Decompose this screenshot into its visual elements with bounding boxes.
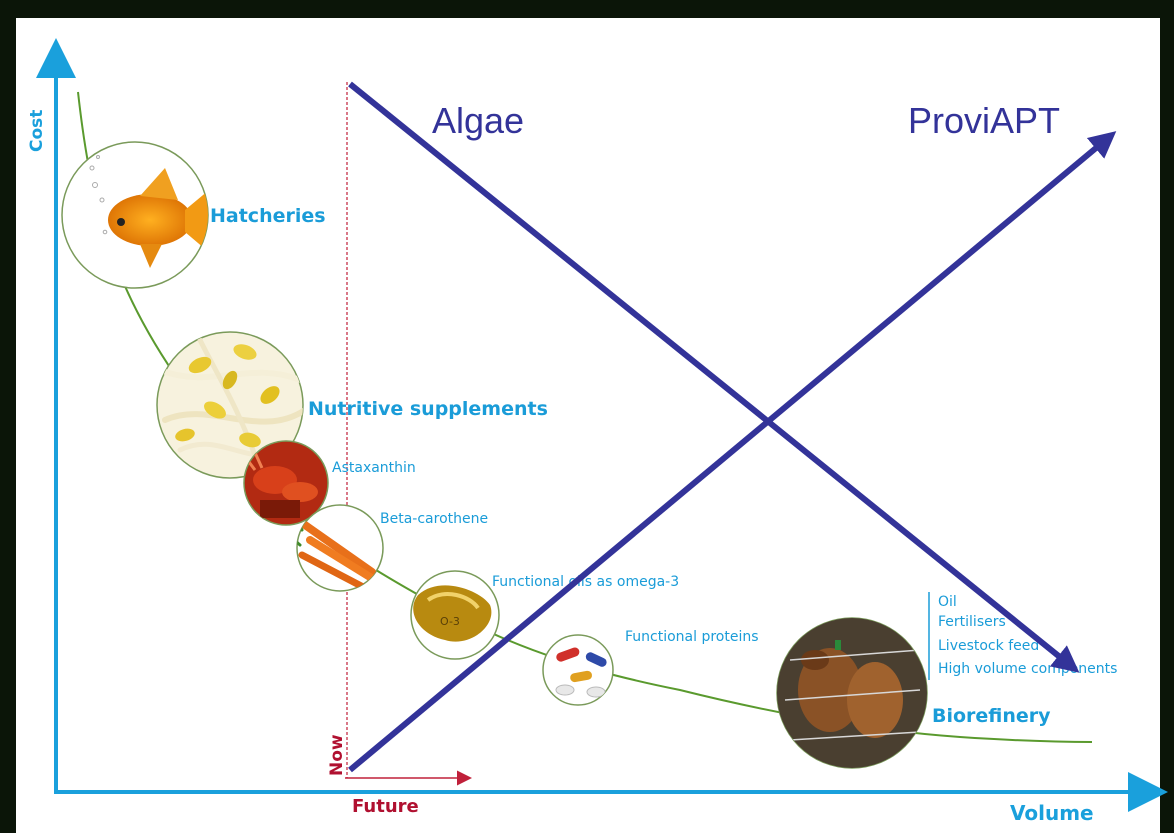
proviapt-label: ProviAPT <box>908 100 1060 141</box>
functional-proteins-label: Functional proteins <box>625 629 759 645</box>
bean-sprouts-icon <box>156 331 304 479</box>
beta-carotene-label: Beta-carothene <box>380 511 488 527</box>
pills-icon <box>542 634 614 706</box>
omega3-badge: O-3 <box>440 615 460 628</box>
cattle-icon <box>776 617 928 769</box>
x-axis-label: Volume <box>1010 801 1094 825</box>
y-axis-label: Cost <box>27 110 47 152</box>
functional-oils-label: Functional oils as omega-3 <box>492 574 679 590</box>
now-label: Now <box>327 734 347 776</box>
omega3-capsule-icon: O-3 <box>410 570 500 660</box>
goldfish-icon <box>61 141 209 289</box>
future-label: Future <box>352 796 419 817</box>
hatcheries-label: Hatcheries <box>210 205 326 227</box>
nutritive-supplements-label: Nutritive supplements <box>308 398 548 420</box>
proviapt-arrow <box>348 131 1117 773</box>
biorefinery-label: Biorefinery <box>932 705 1051 727</box>
astaxanthin-label: Astaxanthin <box>332 460 416 476</box>
biorefinery-item-fertilisers: Fertilisers <box>938 614 1006 630</box>
algae-label: Algae <box>432 100 524 141</box>
biorefinery-item-oil: Oil <box>938 594 957 610</box>
biorefinery-item-high-volume: High volume components <box>938 661 1117 677</box>
lobster-icon <box>243 440 329 526</box>
biorefinery-item-livestock-feed: Livestock feed <box>938 638 1039 654</box>
carrots-icon <box>296 504 384 592</box>
algae-arrow <box>348 81 1080 673</box>
